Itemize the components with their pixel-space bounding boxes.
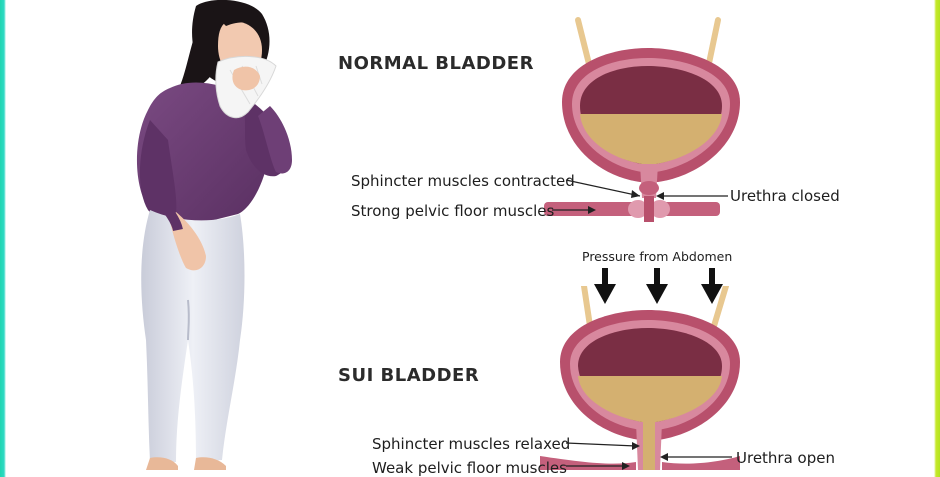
urine [578,376,722,422]
sui-urethra-label: Urethra open [736,449,835,467]
urine [580,114,722,164]
down-arrow-icon [594,268,616,304]
normal-pelvic-label: Strong pelvic floor muscles [351,202,555,220]
normal-bladder-title: NORMAL BLADDER [338,53,534,74]
down-arrow-icon [701,268,723,304]
pants [141,210,245,462]
normal-bladder-diagram [544,17,740,222]
pressure-label: Pressure from Abdomen [582,249,733,264]
down-arrow-icon [646,268,668,304]
normal-sphincter-label: Sphincter muscles contracted [351,172,575,190]
sui-bladder-title: SUI BLADDER [338,365,480,386]
sui-bladder-diagram [540,286,740,470]
sphincter-pointer-arrow [565,179,641,197]
sphincter-pointer-arrow [565,442,637,447]
normal-urethra-label: Urethra closed [730,187,840,205]
sui-sphincter-label: Sphincter muscles relaxed [372,435,571,453]
